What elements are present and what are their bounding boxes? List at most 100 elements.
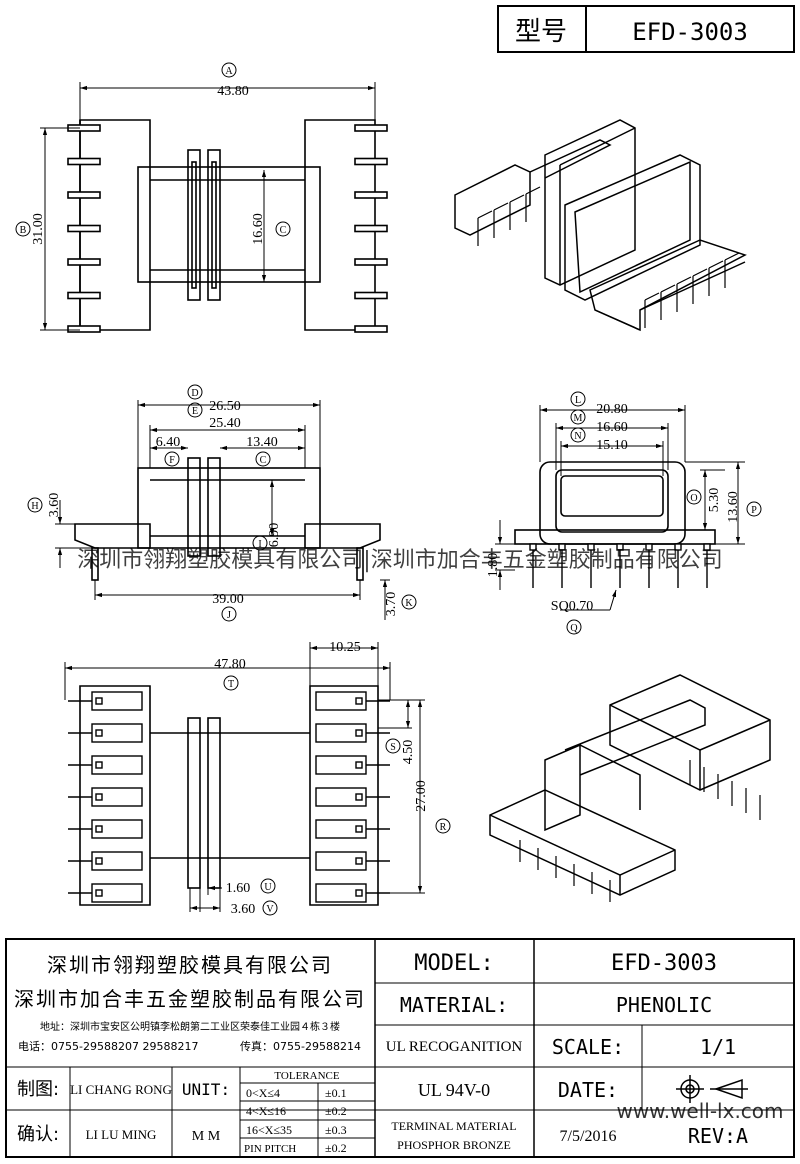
dims-view2: [55, 400, 390, 620]
dims-view1: [40, 82, 376, 331]
check-label: 确认:: [17, 1124, 59, 1145]
pin-left: [67, 191, 101, 199]
dims-view3: [495, 405, 745, 611]
scale-value: 1/1: [700, 1035, 736, 1059]
tol-value: ±0.1: [325, 1086, 347, 1100]
iso-view-2-pins: [519, 760, 761, 902]
pin-right: [354, 258, 388, 266]
iso-pin: [509, 194, 525, 203]
dim-R: 27.00 R: [414, 780, 451, 834]
svg-text:I: I: [258, 539, 261, 550]
dim-top-right: 10.25: [329, 640, 361, 655]
dim-B: B 31.00: [15, 213, 46, 245]
dim-K: 3.70 K: [384, 592, 417, 617]
svg-text:3.70: 3.70: [384, 592, 399, 617]
svg-text:16.60: 16.60: [251, 213, 266, 245]
svg-text:10.25: 10.25: [329, 640, 361, 655]
iso-pin: [493, 202, 509, 211]
pin-right: [354, 325, 388, 333]
svg-text:F: F: [169, 455, 175, 466]
iso-pin: [477, 210, 493, 219]
svg-text:20.80: 20.80: [596, 402, 628, 417]
pin-right: [354, 191, 388, 199]
pad-hole: [355, 697, 363, 705]
iso-view-1: [454, 119, 747, 332]
svg-text:M: M: [574, 413, 583, 424]
svg-text:6.40: 6.40: [156, 435, 181, 450]
company-2: 深圳市加合丰五金塑胶制品有限公司: [14, 987, 366, 1011]
dim-I: I 6.90: [252, 523, 282, 551]
svg-text:4.50: 4.50: [401, 740, 416, 765]
date-value: 7/5/2016: [560, 1128, 617, 1145]
svg-text:27.00: 27.00: [414, 780, 429, 812]
svg-text:13.40: 13.40: [246, 435, 278, 450]
pad-hole: [355, 825, 363, 833]
tol-range: 4<X≤16: [246, 1104, 286, 1118]
tolerance-title: TOLERANCE: [274, 1070, 339, 1082]
svg-text:15.10: 15.10: [596, 438, 628, 453]
iso-pin: [525, 186, 541, 195]
ul-value: UL 94V-0: [418, 1080, 490, 1100]
scale-label: SCALE:: [552, 1035, 624, 1059]
bottom-view-pads: [68, 691, 390, 903]
tol-range: 16<X≤35: [246, 1123, 292, 1137]
svg-text:A: A: [225, 66, 233, 77]
dim-D: D 26.50: [187, 384, 241, 414]
watermark-url: www.well-lx.com: [616, 1099, 783, 1123]
iso-pin: [708, 260, 724, 269]
model-label: MODEL:: [414, 951, 493, 976]
rev-label: REV:A: [688, 1124, 748, 1148]
svg-text:R: R: [440, 822, 447, 833]
pad-hole: [355, 761, 363, 769]
type-label: 型号: [515, 17, 567, 47]
tol-value: ±0.2: [325, 1104, 347, 1118]
dim-A: A 43.80: [217, 62, 249, 99]
svg-text:6.90: 6.90: [267, 523, 282, 548]
svg-text:16.60: 16.60: [596, 420, 628, 435]
svg-text:5.30: 5.30: [707, 488, 722, 513]
svg-text:V: V: [266, 904, 274, 915]
pad-hole: [95, 825, 103, 833]
address: 地址：深圳市宝安区公明镇李松朗第二工业区荣泰佳工业园４栋３楼: [40, 1020, 340, 1033]
svg-text:U: U: [264, 882, 272, 893]
dim-C: C 16.60: [251, 213, 291, 245]
drawn-label: 制图:: [17, 1079, 59, 1100]
tolerance-rows: 0<X≤4 ±0.1 4<X≤16 ±0.2 16<X≤35 ±0.3 PIN …: [244, 1086, 347, 1155]
pad-hole: [95, 761, 103, 769]
terminal-value: PHOSPHOR BRONZE: [397, 1138, 511, 1152]
header-box: 型号 EFD-3003: [497, 5, 795, 53]
svg-text:39.00: 39.00: [212, 592, 244, 607]
phone: 电话：0755-29588207 29588217: [18, 1040, 198, 1053]
tol-value: ±0.2: [325, 1141, 347, 1155]
dim-U: 1.60 U: [226, 878, 276, 896]
iso-view-2: [489, 674, 771, 896]
pin-left: [67, 224, 101, 233]
iso-pin: [676, 276, 692, 285]
dim-M: M 16.60: [570, 409, 628, 435]
dim-L: L 20.80: [570, 391, 628, 417]
svg-text:1.60: 1.60: [226, 881, 251, 896]
side-view: [514, 461, 716, 545]
pin-right: [354, 124, 388, 132]
svg-text:Q: Q: [570, 623, 578, 634]
svg-text:3.60: 3.60: [47, 493, 62, 518]
front-view: [74, 457, 381, 581]
dim-V: 3.60 V: [231, 900, 278, 917]
top-view-pins: [67, 124, 388, 333]
svg-text:D: D: [191, 388, 198, 399]
pad-hole: [355, 889, 363, 897]
side-view-pins: [529, 543, 711, 588]
tol-range: PIN PITCH: [244, 1143, 296, 1155]
dim-Q: SQ0.70 Q: [551, 599, 593, 635]
fax: 传真：0755-29588214: [240, 1039, 361, 1053]
iso-view-1-pins: [477, 186, 740, 328]
dims-view4: [64, 642, 425, 912]
svg-text:C: C: [260, 455, 267, 466]
dim-T: 47.80 T: [214, 657, 246, 691]
svg-text:P: P: [751, 505, 757, 516]
pin-right: [354, 291, 388, 300]
pin-left: [67, 157, 101, 166]
dim-C2: 13.40 C: [246, 435, 278, 467]
pad-hole: [355, 793, 363, 801]
